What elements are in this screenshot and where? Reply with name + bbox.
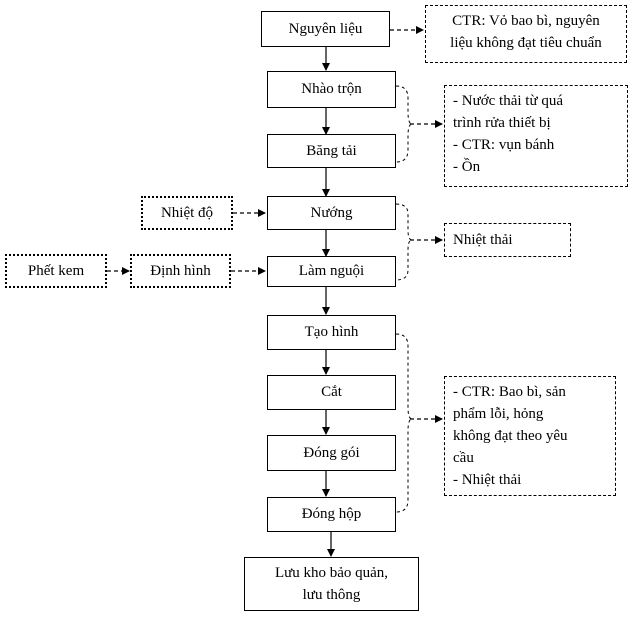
- process-storage-label-1: Lưu kho bảo quản,: [274, 565, 389, 581]
- process-boxing: Đóng hộp: [267, 497, 396, 532]
- process-conveyor: Băng tải: [267, 134, 396, 168]
- output-raw-waste-line-1: CTR: Vỏ bao bì, nguyên: [452, 13, 600, 29]
- process-conveyor-label: Băng tải: [306, 142, 357, 159]
- input-forming-label: Định hình: [150, 262, 211, 279]
- process-packing-label: Đóng gói: [303, 444, 360, 461]
- input-cream-spread-label: Phết kem: [27, 262, 85, 279]
- output-mixing-waste-line-2: trình rửa thiết bị: [453, 115, 551, 131]
- output-packing-waste-line-4: cầu: [453, 450, 474, 466]
- input-cream-spread: Phết kem: [5, 254, 107, 288]
- input-temperature: Nhiệt độ: [141, 196, 233, 230]
- output-packing-waste-line-2: phẩm lỗi, hỏng: [453, 406, 544, 422]
- process-baking: Nướng: [267, 196, 396, 230]
- output-packing-waste: - CTR: Bao bì, sản phẩm lỗi, hỏng không …: [444, 376, 616, 496]
- process-packing: Đóng gói: [267, 435, 396, 471]
- output-packing-waste-line-5: - Nhiệt thải: [453, 472, 522, 488]
- brace-baking-cooling: [395, 203, 413, 281]
- input-temperature-label: Nhiệt độ: [160, 204, 214, 221]
- process-cooling: Làm nguội: [267, 256, 396, 287]
- process-cooling-label: Làm nguội: [298, 263, 365, 279]
- output-mixing-waste-line-4: - Ồn: [453, 159, 481, 175]
- output-raw-waste: CTR: Vỏ bao bì, nguyên liệu không đạt ti…: [425, 5, 627, 63]
- process-raw-material: Nguyên liệu: [261, 11, 390, 47]
- brace-mixing-conveyor: [395, 85, 413, 163]
- output-mixing-waste-line-1: - Nước thải từ quá: [453, 93, 563, 109]
- process-storage: Lưu kho bảo quản, lưu thông: [244, 557, 419, 611]
- output-mixing-waste-line-3: - CTR: vụn bánh: [453, 137, 555, 153]
- process-cutting: Cắt: [267, 375, 396, 410]
- process-baking-label: Nướng: [310, 204, 353, 221]
- output-packing-waste-line-1: - CTR: Bao bì, sản: [453, 384, 566, 400]
- output-heat-waste-label: Nhiệt thải: [453, 232, 513, 248]
- brace-shaping-boxing: [395, 333, 413, 513]
- process-shaping-label: Tạo hình: [304, 324, 359, 340]
- output-packing-waste-line-3: không đạt theo yêu: [453, 428, 568, 444]
- process-boxing-label: Đóng hộp: [301, 506, 362, 522]
- process-mixing: Nhào trộn: [267, 71, 396, 108]
- process-shaping: Tạo hình: [267, 315, 396, 350]
- process-mixing-label: Nhào trộn: [301, 81, 362, 97]
- process-storage-label-2: lưu thông: [302, 587, 361, 603]
- process-cutting-label: Cắt: [321, 384, 342, 400]
- output-heat-waste: Nhiệt thải: [444, 223, 571, 257]
- output-raw-waste-line-2: liệu không đạt tiêu chuẩn: [450, 35, 602, 51]
- output-mixing-waste: - Nước thải từ quá trình rửa thiết bị - …: [444, 85, 628, 187]
- process-raw-material-label: Nguyên liệu: [288, 20, 363, 37]
- input-forming: Định hình: [130, 254, 231, 288]
